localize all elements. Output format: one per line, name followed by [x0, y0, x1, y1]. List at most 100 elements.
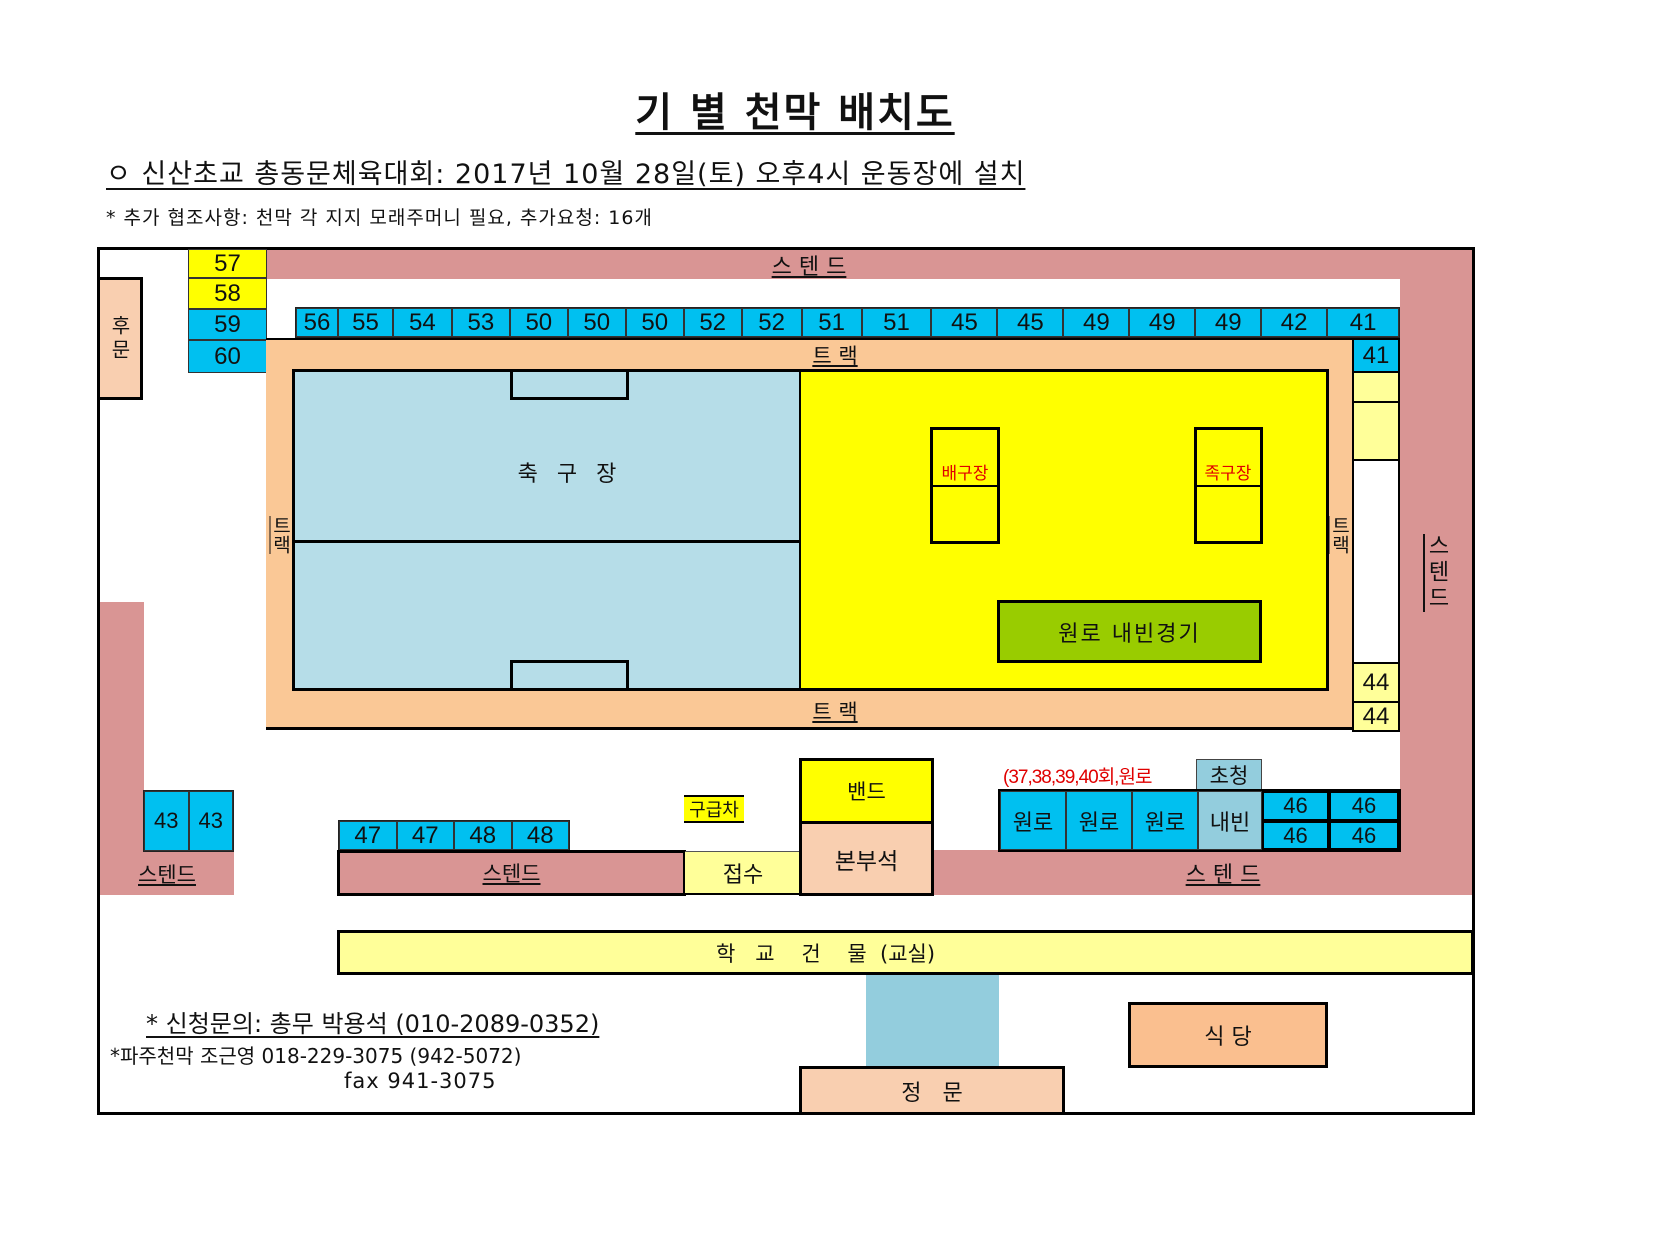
- track-left-label: 트랙: [268, 505, 294, 565]
- tent-top[interactable]: 51: [801, 308, 862, 337]
- headquarters-text: 본부석: [834, 848, 899, 875]
- volleyball-net: [932, 485, 998, 487]
- headquarters: 본부석: [799, 821, 934, 896]
- tent-top[interactable]: 53: [451, 308, 510, 337]
- tent-46[interactable]: 46: [1329, 791, 1399, 821]
- track-left-text: 트랙: [269, 516, 292, 554]
- top-tent-row: 56 55 54 53 50 50 50 52 52 51 51 45 45 4…: [295, 307, 1400, 338]
- event-subtitle: ㅇ 신산초교 총동문체육대회: 2017년 10월 28일(토) 오후4시 운동…: [106, 159, 1026, 190]
- top-gap: [266, 279, 1400, 307]
- tent-top[interactable]: 45: [931, 308, 998, 337]
- tent-guest[interactable]: 내빈: [1198, 791, 1262, 850]
- main-gate: 정 문: [799, 1066, 1065, 1115]
- center-stand-text: 스텐드: [482, 862, 541, 886]
- tent-58[interactable]: 58: [188, 278, 267, 309]
- track-right-label: 트랙: [1327, 505, 1353, 565]
- school-building-text: 학 교 건 물 (교실): [715, 941, 936, 966]
- tent-top[interactable]: 50: [625, 308, 684, 337]
- tent-top[interactable]: 54: [392, 308, 452, 337]
- tent-top[interactable]: 49: [1195, 308, 1262, 337]
- tent-47[interactable]: 47: [339, 821, 397, 850]
- top-stand-label: 스 텐 드: [771, 254, 847, 280]
- track-bottom-text: 트 랙: [812, 700, 858, 724]
- tent-top[interactable]: 52: [683, 308, 742, 337]
- main-gate-text: 정 문: [901, 1080, 963, 1106]
- elders-game-text: 원로 내빈경기: [1058, 621, 1201, 647]
- tent-48[interactable]: 48: [454, 821, 512, 850]
- volleyball-court: [930, 427, 1000, 544]
- tents-43: 43 43: [143, 790, 234, 852]
- tent-top[interactable]: 50: [509, 308, 568, 337]
- invite-text: 초청: [1209, 763, 1249, 788]
- elders-game-area: 원로 내빈경기: [997, 600, 1262, 663]
- tents-46: 46 46 46 46: [1262, 791, 1399, 850]
- right-stand-label: 스텐드: [1424, 533, 1449, 612]
- tent-46[interactable]: 46: [1262, 791, 1329, 821]
- goal-box-top: [510, 369, 629, 400]
- tents-47-48: 47 47 48 48: [338, 820, 570, 851]
- vendor-fax: fax 941-3075: [344, 1069, 497, 1093]
- tent-elders[interactable]: 원로: [1132, 791, 1198, 850]
- tent-elders[interactable]: 원로: [1000, 791, 1066, 850]
- tent-top[interactable]: 52: [741, 308, 802, 337]
- volleyball-text: 배구장: [941, 463, 989, 484]
- track-right-text: 트랙: [1328, 516, 1351, 554]
- tent-48[interactable]: 48: [511, 821, 569, 850]
- soccer-field: [292, 369, 802, 691]
- reception: 접수: [685, 851, 801, 895]
- right-column-gap: [1354, 461, 1398, 664]
- tent-top[interactable]: 49: [1063, 308, 1130, 337]
- left-tent-column: 57 58 59 60: [188, 249, 267, 373]
- tent-43[interactable]: 43: [188, 791, 233, 851]
- soccer-halfway-line: [292, 540, 802, 543]
- bottom-left-stand: 스텐드: [100, 852, 234, 895]
- tent-top[interactable]: 45: [997, 308, 1064, 337]
- reception-text: 접수: [722, 862, 764, 888]
- goal-box-bottom: [510, 660, 629, 691]
- right-stand: 스텐드: [1400, 250, 1472, 895]
- tent-44[interactable]: 44: [1354, 664, 1398, 703]
- elders-note: (37,38,39,40회,원로: [1003, 767, 1152, 788]
- soccer-field-label: 축 구 장: [480, 455, 660, 489]
- tent-empty[interactable]: [1354, 403, 1398, 461]
- bottom-left-stand-text: 스텐드: [138, 862, 196, 887]
- back-gate-label: 후문: [107, 314, 132, 363]
- title-text: 기 별 천막 배치도: [635, 90, 955, 136]
- tent-empty[interactable]: [1354, 373, 1398, 403]
- cafeteria: 식 당: [1128, 1002, 1328, 1068]
- page-title: 기 별 천막 배치도: [0, 80, 1590, 138]
- center-stand: 스텐드: [337, 850, 686, 896]
- tent-44[interactable]: 44: [1354, 703, 1398, 732]
- volleyball-court-label: 배구장: [930, 458, 1000, 484]
- tent-57[interactable]: 57: [188, 249, 267, 278]
- additional-request-note: * 추가 협조사항: 천막 각 지지 모래주머니 필요, 추가요청: 16개: [106, 207, 653, 229]
- tent-46[interactable]: 46: [1262, 821, 1329, 850]
- tent-top[interactable]: 51: [861, 308, 932, 337]
- bottom-right-stand: 스 텐 드: [934, 850, 1472, 895]
- jokgu-text: 족구장: [1204, 463, 1252, 484]
- tent-60[interactable]: 60: [188, 340, 267, 373]
- tent-43[interactable]: 43: [144, 791, 189, 851]
- right-tent-column: 41 44 44: [1352, 338, 1400, 732]
- tent-elders[interactable]: 원로: [1066, 791, 1132, 850]
- track-top-text: 트 랙: [812, 344, 858, 368]
- tent-top[interactable]: 41: [1327, 308, 1400, 337]
- tent-59[interactable]: 59: [188, 309, 267, 340]
- tent-top[interactable]: 56: [296, 308, 338, 337]
- tent-41-right[interactable]: 41: [1354, 340, 1398, 373]
- tent-top[interactable]: 55: [337, 308, 393, 337]
- cafeteria-text: 식 당: [1204, 1025, 1252, 1050]
- bottom-right-stand-text: 스 텐 드: [1185, 862, 1261, 888]
- tent-47[interactable]: 47: [396, 821, 454, 850]
- tent-top[interactable]: 50: [567, 308, 626, 337]
- back-gate: 후문: [97, 277, 143, 400]
- tent-top[interactable]: 42: [1261, 308, 1328, 337]
- walkway: [866, 975, 999, 1068]
- top-stand: 스 텐 드: [266, 250, 1472, 280]
- ambulance-text: 구급차: [689, 800, 739, 821]
- soccer-field-text: 축 구 장: [517, 462, 623, 487]
- elders-tents: 원로 원로 원로 내빈 46 46 46 46: [998, 789, 1401, 852]
- tent-top[interactable]: 49: [1129, 308, 1196, 337]
- band-text: 밴드: [847, 780, 886, 804]
- tent-46[interactable]: 46: [1329, 821, 1399, 850]
